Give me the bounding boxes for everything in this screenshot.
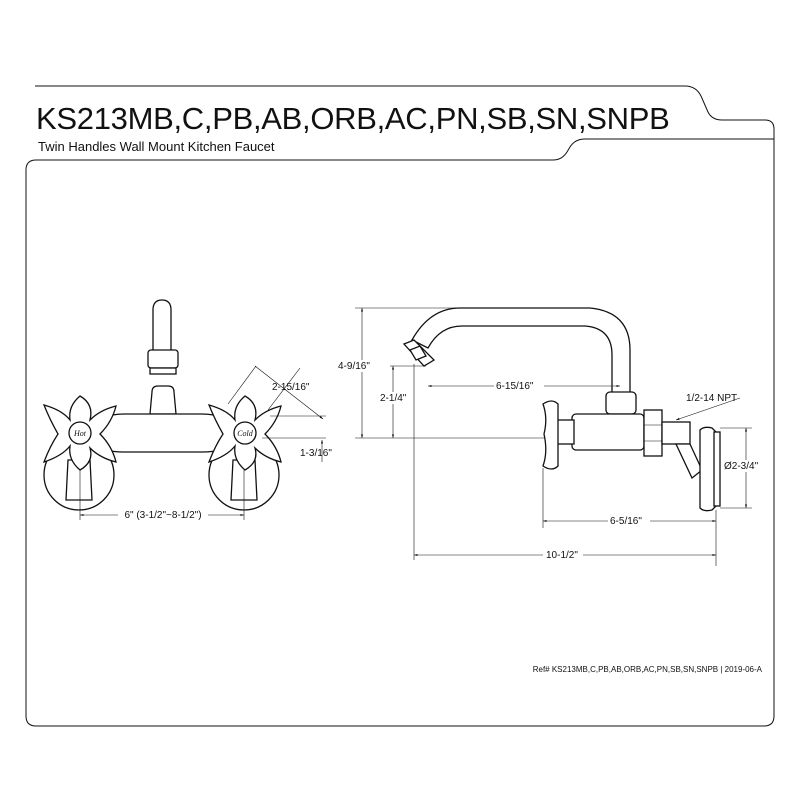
hot-label: Hot: [73, 429, 87, 438]
dim-center-spacing: 6" (3-1/2"~8-1/2"): [124, 510, 201, 521]
side-handle: [542, 400, 559, 470]
dim-diag-ext2: [227, 365, 257, 405]
side-view: 4-9/16" 2-1/4" 6-15/16" 1/2-14 NPT Ø2-3/…: [338, 307, 764, 566]
front-handle-left-cap: [68, 421, 92, 445]
side-hex-nut: [643, 409, 663, 457]
side-valve-stem: [555, 419, 575, 445]
model-title: KS213MB,C,PB,AB,ORB,AC,PN,SB,SN,SNPB: [36, 101, 670, 136]
dim-thread: 1/2-14 NPT: [686, 393, 737, 404]
page-border: [25, 85, 775, 727]
dim-handle-depth: 6-5/16": [610, 516, 642, 527]
front-view: Hot Cold 2-15/16" 1-3/16" 6" (3-1/2"~8-1…: [42, 299, 332, 521]
front-neck: [149, 385, 177, 415]
dim-handle-height: 1-3/16": [300, 448, 332, 459]
dim-handle-to-center: 2-15/16": [272, 382, 310, 393]
dim-diag-line: [254, 365, 324, 420]
side-shank-bend: [674, 443, 703, 480]
dim-spout-reach: 6-15/16": [496, 381, 534, 392]
dim-flange-diameter: Ø2-3/4": [724, 461, 759, 472]
front-aerator-screen: [149, 367, 177, 375]
side-spout-collar: [605, 391, 637, 415]
product-subtitle: Twin Handles Wall Mount Kitchen Faucet: [38, 139, 275, 154]
front-spout: [152, 299, 172, 353]
dim-diag-ext1: [267, 367, 301, 411]
front-body: [95, 413, 231, 453]
side-valve-body: [571, 413, 645, 451]
dim-npt-leader: [675, 397, 741, 421]
cold-label: Cold: [237, 429, 254, 438]
dim-total-height: 4-9/16": [338, 361, 370, 372]
front-aerator: [147, 349, 179, 369]
side-aerator-ring: [409, 345, 427, 361]
reference-footer: Ref# KS213MB,C,PB,AB,ORB,AC,PN,SB,SN,SNP…: [532, 665, 762, 674]
side-wall-plate: [713, 431, 721, 507]
dim-overall-length: 10-1/2": [546, 550, 578, 561]
side-shank: [661, 421, 691, 445]
front-handle-right-cap: [233, 421, 257, 445]
dim-spout-height: 2-1/4": [380, 393, 407, 404]
